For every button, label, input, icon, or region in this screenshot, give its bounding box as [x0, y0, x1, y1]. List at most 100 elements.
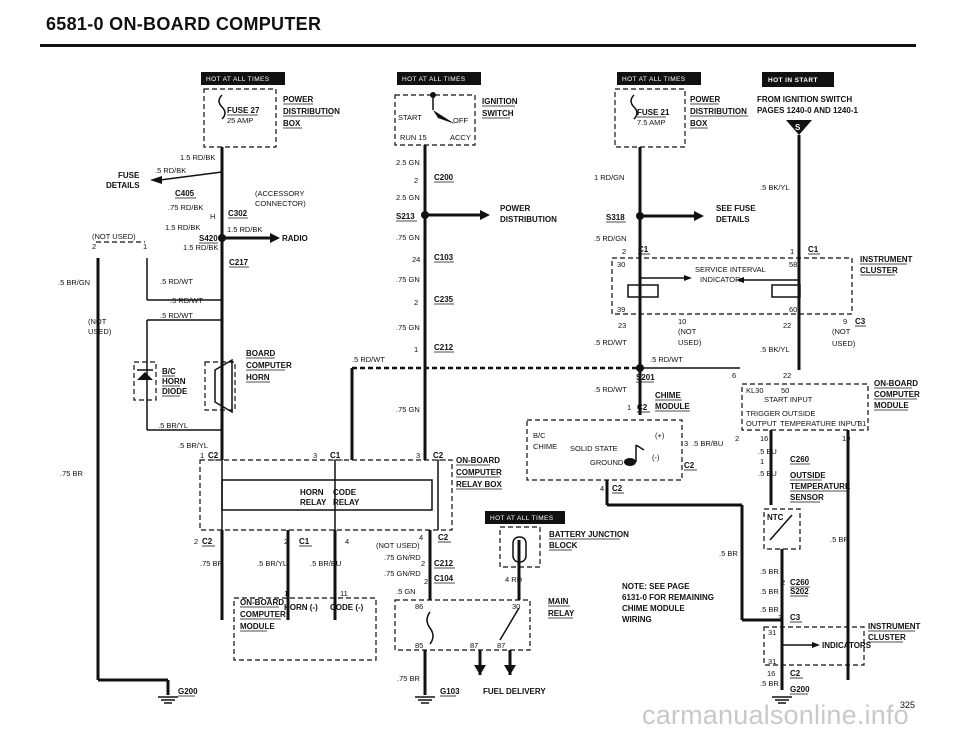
svg-text:G103: G103 [440, 687, 460, 696]
svg-text:SWITCH: SWITCH [482, 109, 514, 118]
svg-text:NOTE: SEE PAGE: NOTE: SEE PAGE [622, 582, 690, 591]
svg-text:BATTERY JUNCTION: BATTERY JUNCTION [549, 530, 629, 539]
svg-text:.75 BR: .75 BR [200, 559, 224, 568]
svg-text:58: 58 [789, 260, 797, 269]
svg-text:INSTRUMENT: INSTRUMENT [860, 255, 913, 264]
svg-text:CHIME MODULE: CHIME MODULE [622, 604, 685, 613]
svg-text:C1: C1 [638, 245, 649, 254]
svg-text:(NOT: (NOT [88, 317, 107, 326]
svg-text:HORN (-): HORN (-) [284, 603, 318, 612]
instrument-cluster-bottom: 31 INDICATORS 31 INSTRUMENT CLUSTER 16 C… [760, 622, 921, 704]
svg-text:HOT AT ALL TIMES: HOT AT ALL TIMES [402, 76, 466, 83]
svg-text:S318: S318 [606, 213, 625, 222]
svg-text:3: 3 [778, 613, 782, 622]
svg-text:C212: C212 [434, 343, 454, 352]
svg-text:C1: C1 [808, 245, 819, 254]
svg-text:C2: C2 [637, 403, 648, 412]
svg-text:24: 24 [412, 255, 420, 264]
svg-text:BOX: BOX [690, 119, 708, 128]
svg-text:CLUSTER: CLUSTER [868, 633, 906, 642]
svg-text:.75 GN/RD: .75 GN/RD [384, 569, 421, 578]
svg-text:ON-BOARD: ON-BOARD [456, 456, 500, 465]
svg-text:6: 6 [732, 371, 736, 380]
svg-text:2.5 GN: 2.5 GN [396, 158, 420, 167]
svg-text:.5 BR: .5 BR [830, 535, 849, 544]
svg-text:SOLID STATE: SOLID STATE [570, 444, 618, 453]
svg-text:.5 BU: .5 BU [758, 447, 777, 456]
svg-text:.5 BR/YL: .5 BR/YL [257, 559, 287, 568]
tag-hot-left: HOT AT ALL TIMES [201, 72, 285, 85]
svg-text:HORN: HORN [246, 373, 270, 382]
svg-text:.5 RD/WT: .5 RD/WT [160, 277, 193, 286]
svg-text:(-): (-) [652, 453, 660, 462]
svg-text:C2: C2 [612, 484, 623, 493]
svg-text:.5 GN: .5 GN [396, 587, 416, 596]
svg-text:RELAY: RELAY [548, 609, 575, 618]
svg-text:START INPUT: START INPUT [764, 395, 813, 404]
svg-text:TEMPERATURE: TEMPERATURE [790, 482, 851, 491]
svg-text:50: 50 [781, 386, 789, 395]
svg-text:16: 16 [760, 434, 768, 443]
svg-text:.5 RD/WT: .5 RD/WT [594, 338, 627, 347]
svg-text:S213: S213 [396, 212, 415, 221]
svg-text:4 RD: 4 RD [505, 575, 523, 584]
svg-text:(+): (+) [655, 431, 665, 440]
svg-text:DETAILS: DETAILS [716, 215, 750, 224]
svg-text:4: 4 [600, 484, 604, 493]
svg-text:.5 RD/WT: .5 RD/WT [650, 355, 683, 364]
svg-text:7.5 AMP: 7.5 AMP [637, 118, 665, 127]
svg-text:START: START [398, 113, 422, 122]
relay-box: 1 C2 3 C1 3 C2 ON-BOARD COMPUTER RELAY B… [194, 451, 502, 620]
svg-text:CONNECTOR): CONNECTOR) [255, 199, 306, 208]
svg-text:22: 22 [783, 321, 791, 330]
svg-text:C405: C405 [175, 189, 195, 198]
svg-text:INSTRUMENT: INSTRUMENT [868, 622, 921, 631]
svg-text:.5 BR: .5 BR [760, 587, 779, 596]
horn-diode: B/C HORN DIODE [133, 361, 188, 401]
svg-text:.5 RD/WT: .5 RD/WT [170, 296, 203, 305]
svg-text:.5 BR: .5 BR [760, 679, 779, 688]
svg-text:3: 3 [684, 439, 688, 448]
svg-text:SENSOR: SENSOR [790, 493, 824, 502]
svg-text:BOARD: BOARD [246, 349, 276, 358]
svg-text:.5 BR/BU: .5 BR/BU [310, 559, 341, 568]
svg-text:1.5 RD/BK: 1.5 RD/BK [227, 225, 262, 234]
svg-text:C212: C212 [434, 559, 454, 568]
svg-text:10: 10 [842, 434, 850, 443]
svg-text:C217: C217 [229, 258, 249, 267]
svg-text:MODULE: MODULE [874, 401, 909, 410]
svg-text:MAIN: MAIN [548, 597, 569, 606]
svg-text:USED): USED) [678, 338, 702, 347]
svg-text:COMPUTER: COMPUTER [874, 390, 920, 399]
svg-text:.5 BR/YL: .5 BR/YL [178, 441, 208, 450]
svg-text:C2: C2 [208, 451, 219, 460]
svg-text:USED): USED) [88, 327, 112, 336]
module-left: 1 11 HORN (-) CODE (-) ON-BOARD COMPUTER… [233, 589, 377, 661]
svg-text:22: 22 [783, 371, 791, 380]
svg-text:INDICATORS: INDICATORS [822, 641, 872, 650]
svg-text:CODE: CODE [333, 488, 357, 497]
svg-text:4: 4 [345, 537, 349, 546]
svg-text:30: 30 [512, 602, 520, 611]
svg-text:1: 1 [143, 242, 147, 251]
module-right: KL30 50 START INPUT TRIGGER OUTSIDE OUTP… [741, 379, 920, 431]
svg-text:POWER: POWER [283, 95, 313, 104]
svg-text:2.5 GN: 2.5 GN [396, 193, 420, 202]
svg-text:H: H [210, 212, 215, 221]
svg-text:DETAILS: DETAILS [106, 181, 140, 190]
svg-text:PAGES 1240-0 AND 1240-1: PAGES 1240-0 AND 1240-1 [757, 106, 858, 115]
svg-text:USED): USED) [832, 339, 856, 348]
svg-text:C302: C302 [228, 209, 248, 218]
svg-text:DISTRIBUTION: DISTRIBUTION [690, 107, 747, 116]
fuse-21-box: FUSE 21 7.5 AMP POWER DISTRIBUTION BOX [614, 88, 748, 148]
svg-text:1.5 RD/BK: 1.5 RD/BK [165, 223, 200, 232]
svg-text:POWER: POWER [690, 95, 720, 104]
main-relay: 86 30 85 87 87 MAIN RELAY [394, 597, 575, 675]
svg-text:OFF: OFF [453, 116, 468, 125]
svg-text:.5 BU: .5 BU [758, 469, 777, 478]
svg-text:.5 RD/WT: .5 RD/WT [160, 311, 193, 320]
svg-text:HORN: HORN [162, 377, 186, 386]
svg-text:COMPUTER: COMPUTER [246, 361, 292, 370]
chime-module: B/C CHIME (+) SOLID STATE GROUND (-) 3 .… [526, 419, 744, 620]
